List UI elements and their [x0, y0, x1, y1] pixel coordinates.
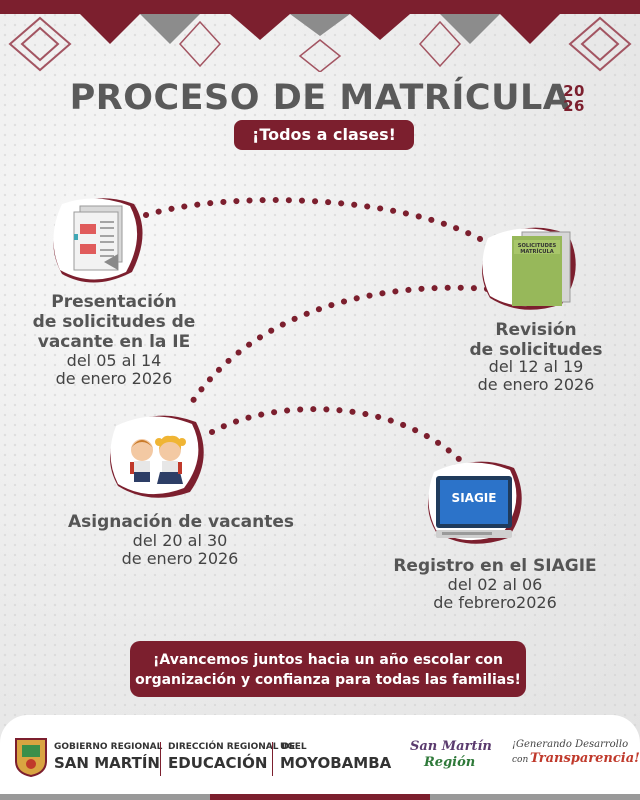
step-2-date: del 12 al 19 de enero 2026	[446, 358, 626, 394]
step-4-date-line-2: de febrero2026	[433, 593, 557, 612]
step-2-date-line-2: de enero 2026	[477, 375, 595, 394]
step-2-title-line-2: de solicitudes	[469, 340, 603, 360]
step-3-date-line-2: de enero 2026	[121, 549, 239, 568]
region-logo-line-1: San Martín	[410, 739, 492, 754]
gov-label-2: SAN MARTÍN	[54, 754, 160, 772]
page-title: PROCESO DE MATRÍCULA 2026	[0, 78, 640, 118]
connector-2-to-3	[187, 284, 503, 408]
svg-text:MATRÍCULA: MATRÍCULA	[520, 247, 554, 255]
footer-color-bar	[0, 794, 640, 800]
ugel-label-2: MOYOBAMBA	[280, 754, 392, 772]
subtitle-badge: ¡Todos a clases!	[234, 120, 414, 150]
step-2-title-line-1: Revisión	[495, 320, 577, 340]
region-logo-line-2: Región	[424, 755, 476, 770]
step-1-title: Presentación de solicitudes de vacante e…	[24, 292, 204, 352]
step-3-date-line-1: del 20 al 30	[132, 531, 228, 550]
title-text: PROCESO DE MATRÍCULA	[69, 78, 571, 118]
students-icon	[110, 415, 204, 498]
step-1-title-line-2: de solicitudes de	[32, 312, 196, 332]
slogan-line-1: ¡Generando Desarrollo	[512, 739, 629, 750]
step-1-title-line-3: vacante en la IE	[37, 332, 191, 352]
step-3-title-line-1: Asignación de vacantes	[67, 512, 295, 532]
step-4-title: Registro en el SIAGIE	[380, 556, 610, 576]
screen-label: SIAGIE	[452, 491, 497, 505]
step-3-date: del 20 al 30 de enero 2026	[90, 532, 270, 568]
svg-text:SOLICITUDES: SOLICITUDES	[518, 243, 557, 249]
regional-shield-icon	[15, 738, 47, 777]
step-1-date: del 05 al 14 de enero 2026	[24, 352, 204, 388]
step-1-title-line-1: Presentación	[51, 292, 177, 312]
step-4-date-line-1: del 02 al 06	[447, 575, 543, 594]
connector-1-to-2	[143, 197, 485, 243]
step-1-date-line-1: del 05 al 14	[66, 351, 162, 370]
computer-icon: SIAGIE	[428, 461, 522, 544]
step-1-date-line-2: de enero 2026	[55, 369, 173, 388]
dre-label-1: DIRECCIÓN REGIONAL DE	[168, 742, 296, 752]
footer: GOBIERNO REGIONAL SAN MARTÍN DIRECCIÓN R…	[0, 715, 640, 800]
slogan-line-3: Transparencia!	[530, 751, 640, 766]
title-year: 2026	[563, 82, 585, 115]
step-2-title: Revisión de solicitudes	[446, 320, 626, 360]
folder-icon: SOLICITUDES MATRÍCULA	[482, 227, 576, 310]
gov-label-1: GOBIERNO REGIONAL	[54, 742, 163, 752]
connector-3-to-4	[209, 406, 463, 463]
documents-icon	[53, 198, 143, 283]
footer-separator-2	[272, 742, 273, 776]
step-4-title-line-1: Registro en el SIAGIE	[393, 556, 597, 576]
closing-banner: ¡Avancemos juntos hacia un año escolar c…	[130, 641, 526, 697]
step-2-date-line-1: del 12 al 19	[488, 357, 584, 376]
dre-label-2: EDUCACIÓN	[168, 754, 268, 772]
ugel-label-1: UGEL	[280, 742, 307, 752]
slogan-line-2: con	[512, 755, 529, 765]
top-decorative-band	[0, 0, 640, 72]
footer-separator-1	[160, 742, 161, 776]
step-3-title: Asignación de vacantes	[56, 512, 306, 532]
banner-line-1: ¡Avancemos juntos hacia un año escolar c…	[153, 652, 503, 668]
banner-line-2: organización y confianza para todas las …	[135, 672, 521, 688]
step-4-date: del 02 al 06 de febrero2026	[400, 576, 590, 612]
